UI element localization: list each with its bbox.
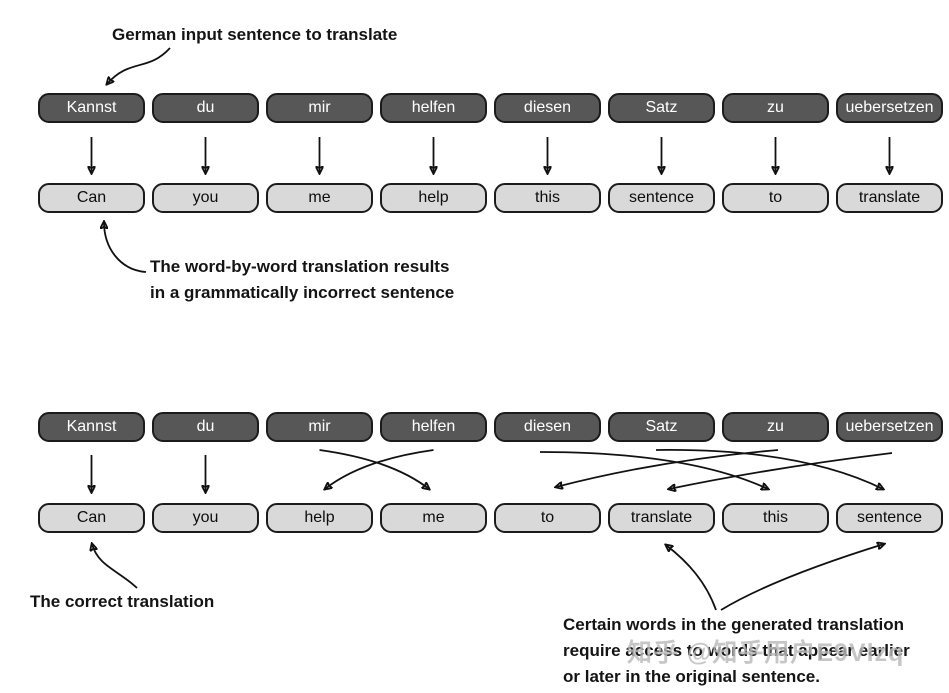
arrow-realign-diesen-this — [539, 451, 768, 489]
english-word-box: help — [380, 183, 487, 213]
arrow-realign-mir-me — [319, 449, 430, 489]
german-word-box: mir — [266, 412, 373, 442]
annotation-word-by-word-line1: The word-by-word translation results — [150, 257, 450, 276]
annotation-word-by-word-line2: in a grammatically incorrect sentence — [150, 283, 455, 302]
english-word-box: me — [380, 503, 487, 533]
annotation-reordering-line2: require access to words that appear earl… — [563, 641, 910, 660]
english-word-box: help — [266, 503, 373, 533]
german-word-box: du — [152, 93, 259, 123]
annotation-reordering-line1: Certain words in the generated translati… — [563, 615, 905, 634]
arrow-correct-translation-pointer — [92, 544, 138, 589]
english-word-box: translate — [836, 183, 943, 213]
watermark: 知乎 @知乎用户E9Vlzq — [627, 639, 905, 667]
german-word-box: Satz — [608, 93, 715, 123]
german-word-box: helfen — [380, 93, 487, 123]
english-word-box: me — [266, 183, 373, 213]
annotation-reordering-line3: or later in the original sentence. — [563, 667, 820, 686]
german-word-box: uebersetzen — [836, 412, 943, 442]
english-word-box: Can — [38, 183, 145, 213]
bottom-german-row: Kannst du mir helfen diesen Satz zu uebe… — [38, 412, 943, 442]
arrow-realign-zu-to — [556, 449, 779, 487]
english-word-box: sentence — [836, 503, 943, 533]
arrow-word-by-word-pointer — [104, 222, 147, 273]
english-word-box: you — [152, 183, 259, 213]
annotation-reordering: Certain words in the generated translati… — [563, 612, 910, 690]
english-word-box: Can — [38, 503, 145, 533]
bottom-english-row: Can you help me to translate this senten… — [38, 503, 943, 533]
english-word-box: this — [722, 503, 829, 533]
english-word-box: to — [722, 183, 829, 213]
german-word-box: helfen — [380, 412, 487, 442]
german-word-box: du — [152, 412, 259, 442]
german-word-box: Kannst — [38, 412, 145, 442]
annotation-german-input: German input sentence to translate — [112, 25, 398, 44]
annotation-word-by-word: The word-by-word translation results in … — [150, 254, 454, 306]
german-word-box: zu — [722, 93, 829, 123]
english-word-box: translate — [608, 503, 715, 533]
german-word-box: mir — [266, 93, 373, 123]
annotation-correct-translation: The correct translation — [30, 592, 215, 611]
arrow-realign-satz-sentence — [655, 449, 883, 489]
top-german-row: Kannst du mir helfen diesen Satz zu uebe… — [38, 93, 943, 123]
german-word-box: uebersetzen — [836, 93, 943, 123]
german-word-box: Kannst — [38, 93, 145, 123]
arrow-german-input-pointer — [107, 47, 171, 84]
german-word-box: diesen — [494, 93, 601, 123]
top-english-row: Can you me help this sentence to transla… — [38, 183, 943, 213]
english-word-box: to — [494, 503, 601, 533]
german-word-box: zu — [722, 412, 829, 442]
english-word-box: you — [152, 503, 259, 533]
english-word-box: sentence — [608, 183, 715, 213]
english-word-box: this — [494, 183, 601, 213]
german-word-box: diesen — [494, 412, 601, 442]
german-word-box: Satz — [608, 412, 715, 442]
arrow-reordering-pointer-translate — [666, 545, 717, 611]
arrow-reordering-pointer-sentence — [720, 544, 884, 611]
arrow-realign-uebersetzen-translate — [669, 452, 893, 489]
arrow-realign-helfen-help — [325, 449, 434, 489]
